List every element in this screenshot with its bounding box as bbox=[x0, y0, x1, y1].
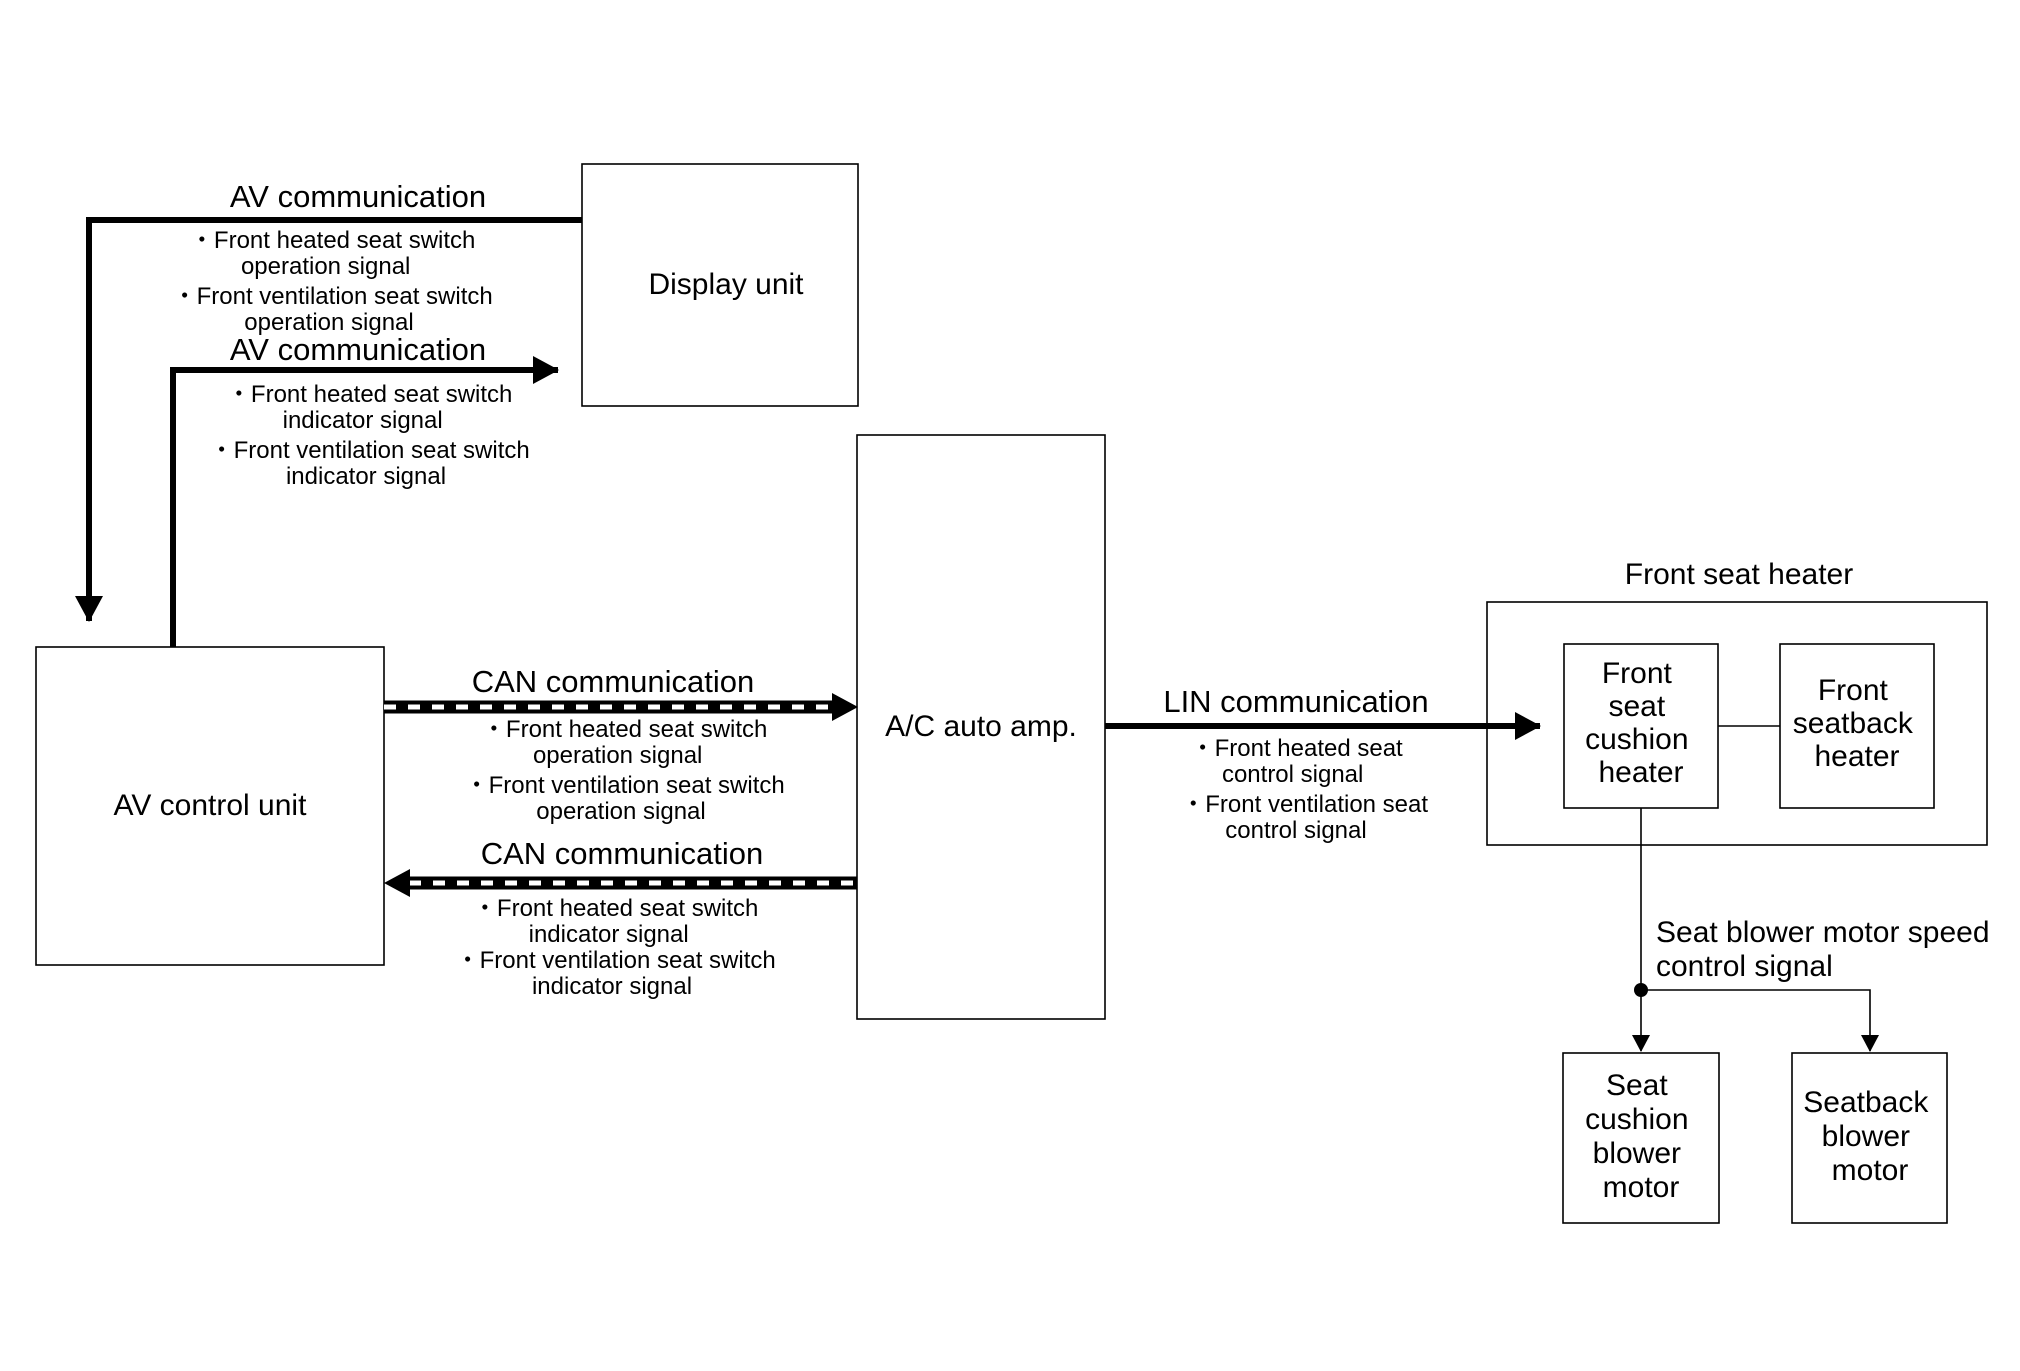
av-communication-line-down bbox=[75, 217, 582, 622]
av-communication-signals-1: ・Front heated seat switch operation sign… bbox=[173, 227, 500, 336]
front-seatback-heater-box: Front seatback heater bbox=[1779, 643, 1935, 809]
blower-speed-control-label: Seat blower motor speed control signal bbox=[1656, 916, 1998, 983]
lin-communication-to-heater: LIN communication ・Front heated seat con… bbox=[1105, 684, 1541, 844]
display-unit-label: Display unit bbox=[648, 268, 804, 301]
av-communication-label-1: AV communication bbox=[230, 179, 486, 214]
can-arrowhead-2 bbox=[384, 869, 410, 897]
seat-cushion-blower-motor-label: Seat cushion blower motor bbox=[1585, 1069, 1697, 1204]
can-communication-label-1: CAN communication bbox=[472, 664, 755, 699]
av-control-unit-label: AV control unit bbox=[114, 789, 308, 822]
can-communication-label-2: CAN communication bbox=[481, 836, 764, 871]
can-communication-signals-1: ・Front heated seat switch operation sign… bbox=[465, 716, 792, 825]
lin-communication-signals: ・Front heated seat control signal ・Front… bbox=[1181, 735, 1434, 844]
front-seat-cushion-heater-label: Front seat cushion heater bbox=[1585, 657, 1697, 789]
av-communication-signals-2: ・Front heated seat switch indicator sign… bbox=[210, 381, 537, 490]
blower-junction-dot bbox=[1634, 983, 1648, 997]
ac-auto-amp-label: A/C auto amp. bbox=[885, 710, 1077, 743]
av-communication-label-2: AV communication bbox=[230, 332, 486, 367]
can-communication-to-ac-amp: CAN communication ・Front heated seat swi… bbox=[384, 664, 858, 825]
av-communication-to-control-unit: AV communication ・Front heated seat swit… bbox=[75, 179, 582, 622]
seat-blower-speed-control: Seat blower motor speed control signal bbox=[1632, 808, 1998, 1052]
seat-cushion-blower-motor-box: Seat cushion blower motor bbox=[1562, 1052, 1720, 1224]
seatback-blower-motor-box: Seatback blower motor bbox=[1791, 1052, 1948, 1224]
blower-branch-line bbox=[1641, 989, 1879, 1052]
seatback-blower-motor-label: Seatback blower motor bbox=[1803, 1086, 1936, 1187]
display-unit-box: Display unit bbox=[581, 163, 859, 407]
av-communication-line-up bbox=[170, 356, 559, 647]
lin-communication-label: LIN communication bbox=[1163, 684, 1428, 719]
front-seat-cushion-heater-box: Front seat cushion heater bbox=[1563, 643, 1719, 809]
can-communication-signals-2: ・Front heated seat switch indicator sign… bbox=[456, 895, 783, 1000]
can-arrowhead-1 bbox=[832, 693, 858, 721]
ac-auto-amp-box: A/C auto amp. bbox=[856, 434, 1106, 1020]
can-communication-to-control-unit: CAN communication ・Front heated seat swi… bbox=[384, 836, 857, 1000]
front-seat-heater-group-label: Front seat heater bbox=[1625, 558, 1853, 591]
av-communication-to-display-unit: AV communication ・Front heated seat swit… bbox=[170, 332, 559, 647]
av-control-unit-box: AV control unit bbox=[35, 646, 385, 966]
front-seatback-heater-label: Front seatback heater bbox=[1793, 674, 1921, 773]
